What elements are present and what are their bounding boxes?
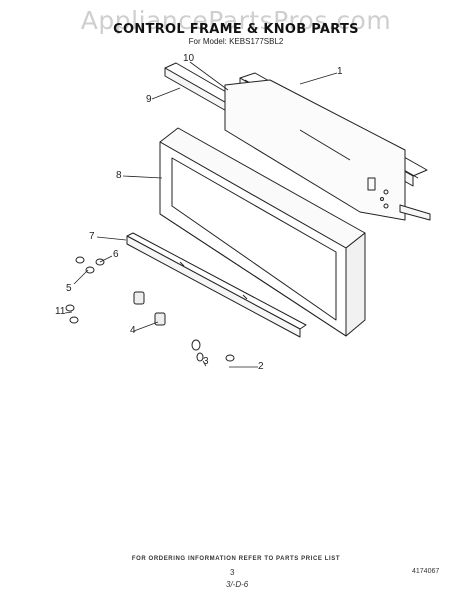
callout-6: 6 bbox=[113, 249, 119, 260]
callout-3: 3 bbox=[203, 356, 209, 367]
watermark: AppliancePartsPros.com bbox=[80, 6, 392, 35]
callout-4: 4 bbox=[130, 325, 136, 336]
small-hardware-parts bbox=[65, 256, 235, 362]
callout-8: 8 bbox=[116, 170, 122, 181]
callout-11: 11 bbox=[55, 306, 66, 317]
callout-10: 10 bbox=[183, 53, 195, 64]
callout-1: 1 bbox=[337, 66, 343, 77]
control-panel-plate bbox=[224, 79, 431, 221]
leader-lines bbox=[64, 61, 338, 368]
callout-5: 5 bbox=[66, 283, 72, 294]
page-number: 3 bbox=[230, 568, 235, 577]
diagram-title: CONTROL FRAME & KNOB PARTS bbox=[113, 22, 359, 37]
callout-2: 2 bbox=[258, 361, 264, 372]
model-label: For Model: KEBS177SBL2 bbox=[188, 37, 284, 46]
callout-9: 9 bbox=[146, 94, 152, 105]
control-frame-part bbox=[159, 127, 366, 337]
lower-trim-part bbox=[126, 232, 307, 338]
callout-7: 7 bbox=[89, 231, 95, 242]
date-code: 3/-D-6 bbox=[226, 580, 249, 589]
document-part-number: 4174067 bbox=[412, 568, 440, 575]
ordering-note: FOR ORDERING INFORMATION REFER TO PARTS … bbox=[131, 556, 341, 562]
